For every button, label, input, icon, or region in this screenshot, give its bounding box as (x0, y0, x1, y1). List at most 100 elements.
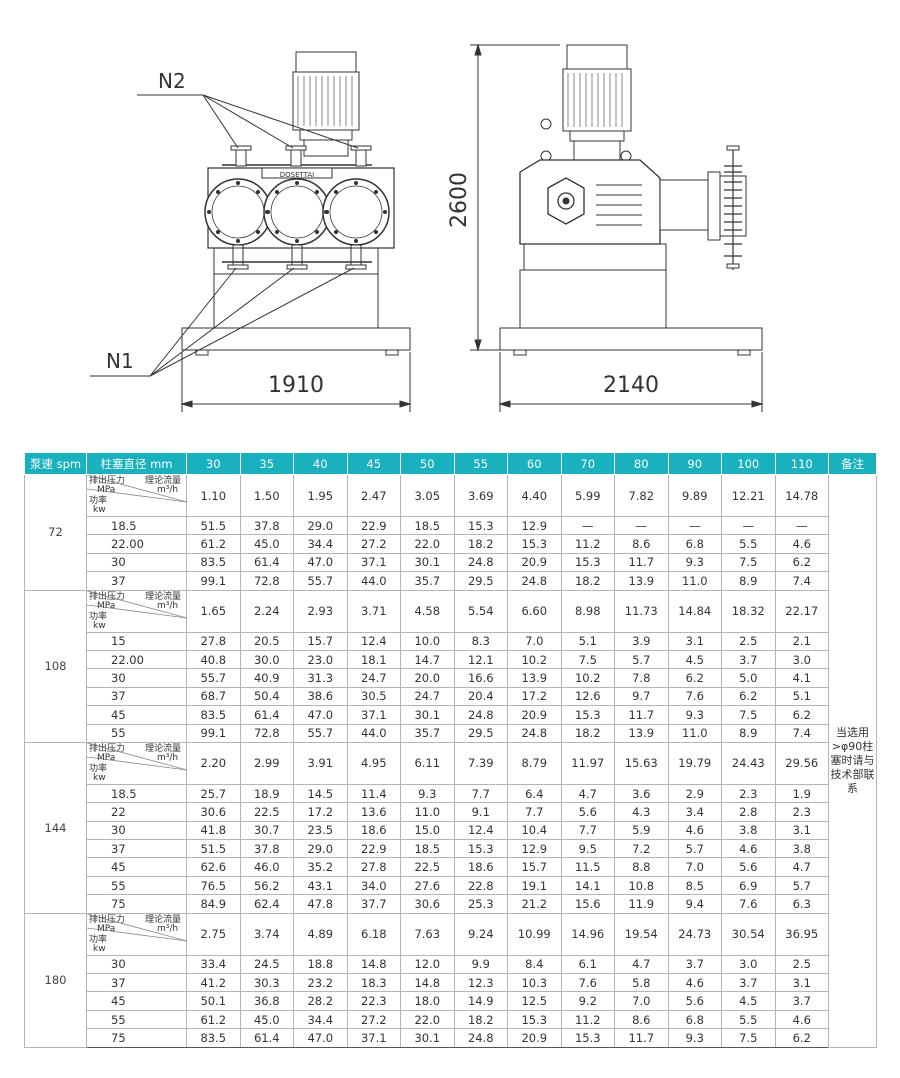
flow-cell: 19.54 (614, 912, 669, 956)
power-cell: 8.6 (614, 1009, 669, 1030)
power-cell: 14.5 (293, 783, 348, 804)
power-cell: 5.9 (614, 820, 669, 841)
corner-power-unit: kw (93, 772, 106, 783)
flow-cell: 6.11 (400, 741, 455, 785)
corner-pressure-unit: MPa (97, 600, 116, 611)
power-cell: 2.5 (721, 631, 776, 651)
corner-flow-label: 理论流量 (145, 914, 182, 925)
power-cell: 47.8 (293, 894, 348, 914)
power-cell: 5.8 (614, 973, 669, 993)
power-cell: 7.0 (507, 631, 562, 651)
power-cell: 4.1 (774, 668, 829, 688)
table-header-cell: 70 (560, 452, 615, 475)
power-cell: 76.5 (186, 875, 241, 896)
flow-cell: 11.97 (560, 741, 615, 785)
pressure-cell: 55 (86, 875, 187, 896)
power-cell: 12.9 (507, 839, 562, 859)
power-cell: 20.9 (507, 1028, 562, 1048)
power-cell: 7.2 (614, 839, 669, 859)
label-n2-text: N2 (158, 69, 186, 93)
power-cell: 15.3 (560, 705, 615, 725)
power-cell: 68.7 (186, 686, 241, 707)
pressure-cell: 45 (86, 991, 187, 1011)
power-cell: 45.0 (239, 534, 294, 554)
power-cell: 15.3 (453, 515, 508, 536)
power-cell: 35.7 (400, 723, 455, 743)
flow-cell: 8.79 (507, 741, 562, 785)
dim-1910: 1910 (268, 373, 324, 398)
power-cell: 7.5 (721, 705, 776, 725)
side-view (499, 44, 763, 356)
power-cell: 20.4 (453, 686, 508, 707)
power-cell: 18.2 (560, 571, 615, 591)
corner-power-unit: kw (93, 620, 106, 631)
power-cell: 46.0 (239, 857, 294, 877)
power-cell: 2.3 (774, 802, 829, 822)
power-cell: 24.7 (346, 668, 401, 688)
power-cell: 3.7 (721, 649, 776, 670)
power-cell: 22.9 (346, 515, 401, 536)
technical-drawing: DOSETTAI (90, 43, 764, 412)
power-cell: 10.2 (560, 668, 615, 688)
power-cell: 72.8 (239, 723, 294, 743)
power-cell: 24.5 (239, 954, 294, 975)
power-cell: 24.8 (507, 571, 562, 591)
power-cell: 9.5 (560, 839, 615, 859)
power-cell: 7.7 (560, 820, 615, 841)
power-cell: 3.8 (721, 820, 776, 841)
flow-cell: 14.96 (560, 912, 615, 956)
power-cell: 2.1 (774, 631, 829, 651)
power-cell: 30.6 (186, 802, 241, 822)
table-header-cell: 泵速 spm (24, 452, 87, 475)
pressure-cell: 37 (86, 839, 187, 859)
power-cell: 37.1 (346, 1028, 401, 1048)
spm-cell: 108 (24, 589, 87, 743)
pressure-cell: 30 (86, 668, 187, 688)
flow-cell: 4.40 (507, 474, 562, 517)
power-cell: 3.7 (721, 973, 776, 993)
flow-cell: 9.24 (453, 912, 508, 956)
power-cell: 18.5 (400, 839, 455, 859)
power-cell: 4.7 (560, 783, 615, 804)
power-cell: 61.4 (239, 705, 294, 725)
power-cell: 10.0 (400, 631, 455, 651)
power-cell: — (774, 515, 829, 536)
power-cell: 24.8 (453, 705, 508, 725)
flow-cell: 5.99 (560, 474, 615, 517)
power-cell: 29.5 (453, 571, 508, 591)
power-cell: 14.8 (346, 954, 401, 975)
power-cell: 2.8 (721, 802, 776, 822)
power-cell: 6.8 (667, 534, 722, 554)
power-cell: 56.2 (239, 875, 294, 896)
power-cell: 37.7 (346, 894, 401, 914)
power-cell: 7.7 (453, 783, 508, 804)
power-cell: 4.5 (667, 649, 722, 670)
power-cell: 24.8 (453, 552, 508, 573)
power-cell: 20.9 (507, 552, 562, 573)
power-cell: 34.4 (293, 1009, 348, 1030)
power-cell: 15.3 (507, 1009, 562, 1030)
power-cell: 25.7 (186, 783, 241, 804)
power-cell: 8.3 (453, 631, 508, 651)
pressure-cell: 30 (86, 954, 187, 975)
power-cell: 6.2 (721, 686, 776, 707)
power-cell: 41.2 (186, 973, 241, 993)
power-cell: 84.9 (186, 894, 241, 914)
power-cell: 36.8 (239, 991, 294, 1011)
corner-power-label: 功率 (89, 763, 108, 774)
flow-cell: 3.71 (346, 589, 401, 633)
corner-power-label: 功率 (89, 496, 108, 506)
power-cell: 18.8 (293, 954, 348, 975)
power-cell: 21.2 (507, 894, 562, 914)
table-header-cell: 45 (346, 452, 401, 475)
power-cell: 3.7 (774, 991, 829, 1011)
pressure-cell: 22.00 (86, 534, 187, 554)
